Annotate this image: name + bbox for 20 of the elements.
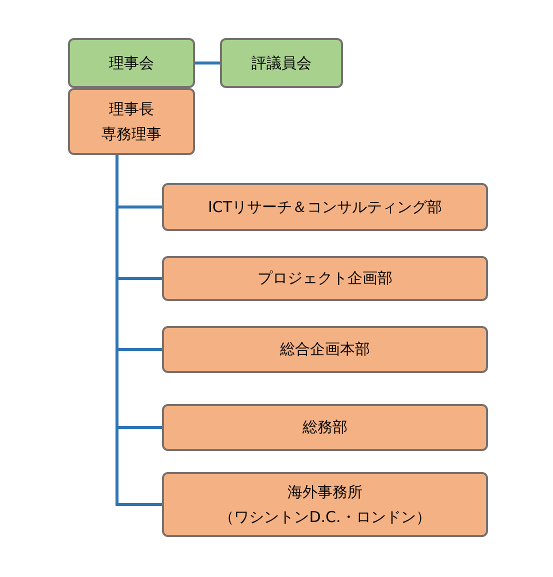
- unit-name: ICTリサーチ＆コンサルティング部: [208, 196, 442, 218]
- unit-name: 理事会: [109, 52, 154, 74]
- org-box: [162, 256, 488, 301]
- unit-name: 専務理事: [102, 124, 162, 144]
- connector-line: [195, 62, 220, 64]
- org-box: [162, 472, 488, 537]
- unit-name: プロジェクト企画部: [258, 268, 392, 289]
- org-box: [162, 326, 488, 373]
- org-box: [162, 404, 488, 451]
- unit-name: 総務部: [302, 417, 348, 438]
- unit-name: 総合企画本部: [280, 339, 370, 360]
- org-box: [68, 38, 195, 88]
- org-box: [68, 88, 195, 155]
- org-box: [220, 38, 343, 88]
- connector-line: [116, 155, 162, 506]
- unit-name: 評議員会: [252, 52, 312, 74]
- unit-name: 理事長: [109, 98, 154, 120]
- unit-name: （ワシントンD.C.・ロンドン）: [219, 506, 431, 528]
- unit-name: 海外事務所: [288, 482, 362, 502]
- org-box: [162, 183, 488, 231]
